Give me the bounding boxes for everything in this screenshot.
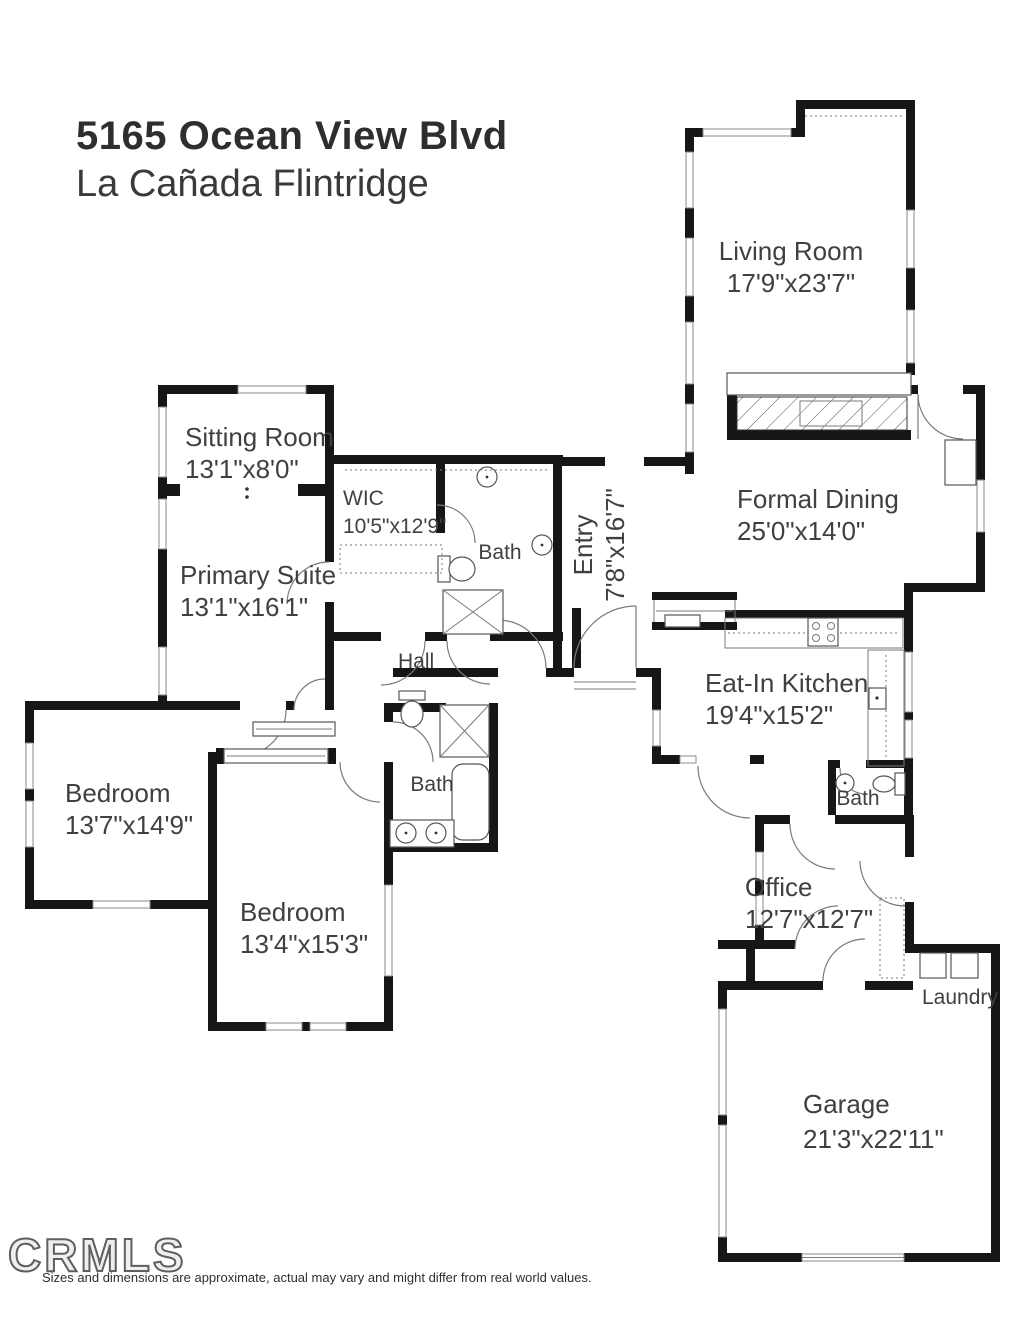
room-dims-garage: 21'3"x22'11" xyxy=(803,1124,944,1154)
room-label-bath-office: Bath xyxy=(836,787,879,810)
shower-icon xyxy=(442,589,504,635)
cabinet xyxy=(664,614,701,628)
room-label-hall: Hall xyxy=(398,650,434,673)
stove-icon xyxy=(807,617,839,647)
address-line: 5165 Ocean View Blvd xyxy=(76,114,508,158)
toilet-tank-icon xyxy=(894,772,906,796)
room-label-bedroom-left: Bedroom xyxy=(65,778,171,808)
entry-closet xyxy=(653,600,736,622)
fixtures xyxy=(223,115,979,979)
washer-icon xyxy=(919,952,947,979)
room-label-bath-hall: Bath xyxy=(410,773,453,796)
room-dims-living-room: 17'9"x23'7" xyxy=(727,268,855,298)
room-label-eat-in-kitchen: Eat-In Kitchen xyxy=(705,668,868,698)
closet xyxy=(223,748,329,764)
room-dims-bedroom-center: 13'4"x15'3" xyxy=(240,929,368,959)
office-closet xyxy=(879,897,905,979)
city-line: La Cañada Flintridge xyxy=(76,162,429,205)
toilet-tank-icon xyxy=(437,555,451,583)
room-label-wic: WIC xyxy=(343,487,384,510)
dryer-icon xyxy=(950,952,979,979)
walls xyxy=(25,100,1000,1262)
shower-icon xyxy=(439,704,490,758)
room-label-bedroom-center: Bedroom xyxy=(240,897,346,927)
toilet-icon xyxy=(400,700,424,728)
disclaimer-text: Sizes and dimensions are approximate, ac… xyxy=(42,1270,592,1285)
room-label-garage: Garage xyxy=(803,1089,890,1119)
fireplace xyxy=(736,396,908,431)
closet xyxy=(252,721,336,737)
front-door-arc xyxy=(573,605,637,669)
toilet-icon xyxy=(448,556,476,582)
room-dims-office: 12'7"x12'7" xyxy=(745,904,873,934)
room-dims-eat-in-kitchen: 19'4"x15'2" xyxy=(705,700,833,730)
room-label-sitting-room: Sitting Room xyxy=(185,422,334,452)
room-labels: Living Room 17'9"x23'7" Sitting Room 13'… xyxy=(65,236,998,1154)
windows xyxy=(25,128,985,1262)
room-dims-entry: 7'8"x16'7" xyxy=(600,488,630,602)
room-dims-bedroom-left: 13'7"x14'9" xyxy=(65,810,193,840)
room-label-office: Office xyxy=(745,872,812,902)
cabinet xyxy=(944,439,977,486)
toilet-icon xyxy=(872,775,896,793)
wic-shelf xyxy=(339,544,443,574)
room-dims-sitting-room: 13'1"x8'0" xyxy=(185,454,299,484)
crmls-watermark: CRMLS xyxy=(7,1228,187,1282)
kitchen-counter-right xyxy=(867,649,905,767)
room-label-entry: Entry xyxy=(568,515,598,576)
room-dims-wic: 10'5"x12'9" xyxy=(343,515,447,538)
doors xyxy=(239,393,964,982)
room-dims-primary-suite: 13'1"x16'1" xyxy=(180,592,308,622)
room-label-laundry: Laundry xyxy=(922,986,998,1009)
room-dims-formal-dining: 25'0"x14'0" xyxy=(737,516,865,546)
room-label-living-room: Living Room xyxy=(719,236,864,266)
toilet-tank-icon xyxy=(398,690,426,701)
bathtub-icon xyxy=(451,763,490,841)
plan-title: 5165 Ocean View Blvd La Cañada Flintridg… xyxy=(76,112,508,207)
room-label-formal-dining: Formal Dining xyxy=(737,484,899,514)
room-label-primary-suite: Primary Suite xyxy=(180,560,336,590)
hearth xyxy=(726,372,912,396)
room-label-bath-primary: Bath xyxy=(478,541,521,564)
